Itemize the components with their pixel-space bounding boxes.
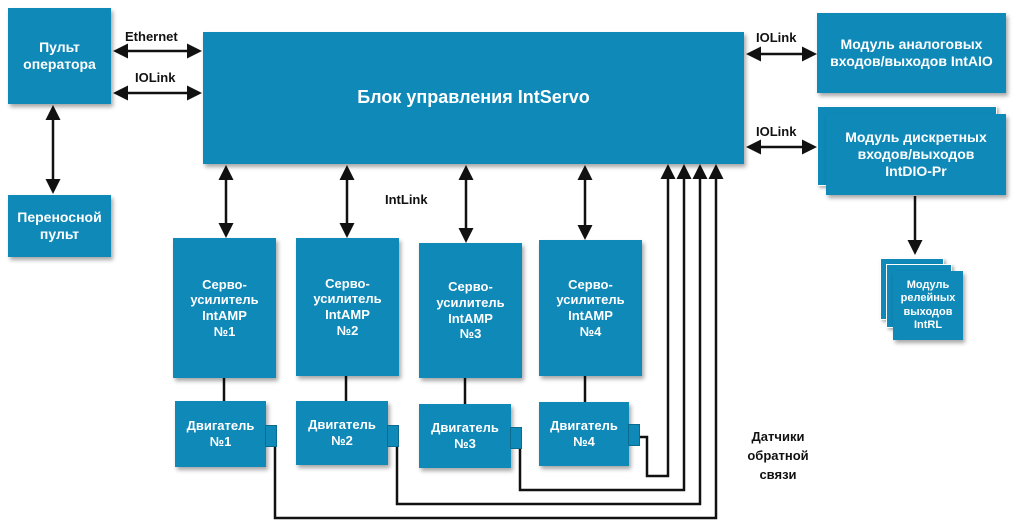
feedback-sensors-label: Датчики обратной связи: [747, 429, 809, 482]
relay-module: Модуль релейных выходов IntRL: [893, 271, 963, 340]
portable-panel-label: Переносной пульт: [17, 209, 102, 242]
feedback-line-3: [518, 164, 692, 492]
iolink-right-top-label: IOLink: [756, 30, 797, 45]
motor-2-sensor: [387, 425, 399, 447]
discrete-module-label: Модуль дискретных входов/выходов IntDIO-…: [845, 129, 987, 179]
servo-amp-1: Серво-усилитель IntAMP №1: [173, 238, 276, 378]
controller-block: Блок управления IntServo: [203, 32, 744, 164]
servo-amp-4: Серво-усилитель IntAMP №4: [539, 240, 642, 376]
iolink-right-bottom-label: IOLink: [756, 124, 797, 139]
controller-label: Блок управления IntServo: [357, 87, 590, 108]
analog-module-label: Модуль аналоговых входов/выходов IntAIO: [830, 36, 993, 69]
iolink-left-label: IOLink: [135, 70, 176, 85]
feedback-line-2: [395, 164, 708, 506]
motor-3-label: Двигатель №3: [431, 420, 499, 451]
motor-1-label: Двигатель №1: [186, 418, 255, 449]
servo-amp-3: Серво-усилитель IntAMP №3: [419, 243, 522, 378]
discrete-module: Модуль дискретных входов/выходов IntDIO-…: [826, 114, 1006, 195]
ethernet-label: Ethernet: [125, 29, 178, 44]
relay-module-label: Модуль релейных выходов IntRL: [900, 279, 956, 331]
servo-amp-3-label: Серво-усилитель IntAMP №3: [436, 279, 505, 342]
servo-amp-4-label: Серво-усилитель IntAMP №4: [556, 276, 625, 339]
motor-4: Двигатель №4: [539, 402, 629, 466]
feedback-line-4: [636, 164, 676, 478]
servo-amp-2: Серво-усилитель IntAMP №2: [296, 238, 399, 376]
feedback-line-1: [273, 164, 724, 520]
motor-4-label: Двигатель №4: [550, 418, 618, 449]
operator-panel: Пульт оператора: [8, 8, 111, 104]
analog-module: Модуль аналоговых входов/выходов IntAIO: [817, 13, 1006, 93]
intlink-label: IntLink: [385, 192, 428, 207]
motor-2-label: Двигатель №2: [308, 417, 376, 448]
motor-2: Двигатель №2: [296, 401, 388, 465]
portable-panel: Переносной пульт: [8, 195, 111, 257]
motor-4-sensor: [628, 424, 640, 446]
motor-1: Двигатель №1: [175, 401, 266, 467]
motor-1-sensor: [265, 425, 277, 447]
servo-amp-2-label: Серво-усилитель IntAMP №2: [313, 275, 382, 338]
motor-3-sensor: [510, 427, 522, 449]
motor-3: Двигатель №3: [419, 404, 511, 468]
servo-amp-1-label: Серво-усилитель IntAMP №1: [190, 276, 259, 339]
operator-panel-label: Пульт оператора: [23, 39, 96, 72]
